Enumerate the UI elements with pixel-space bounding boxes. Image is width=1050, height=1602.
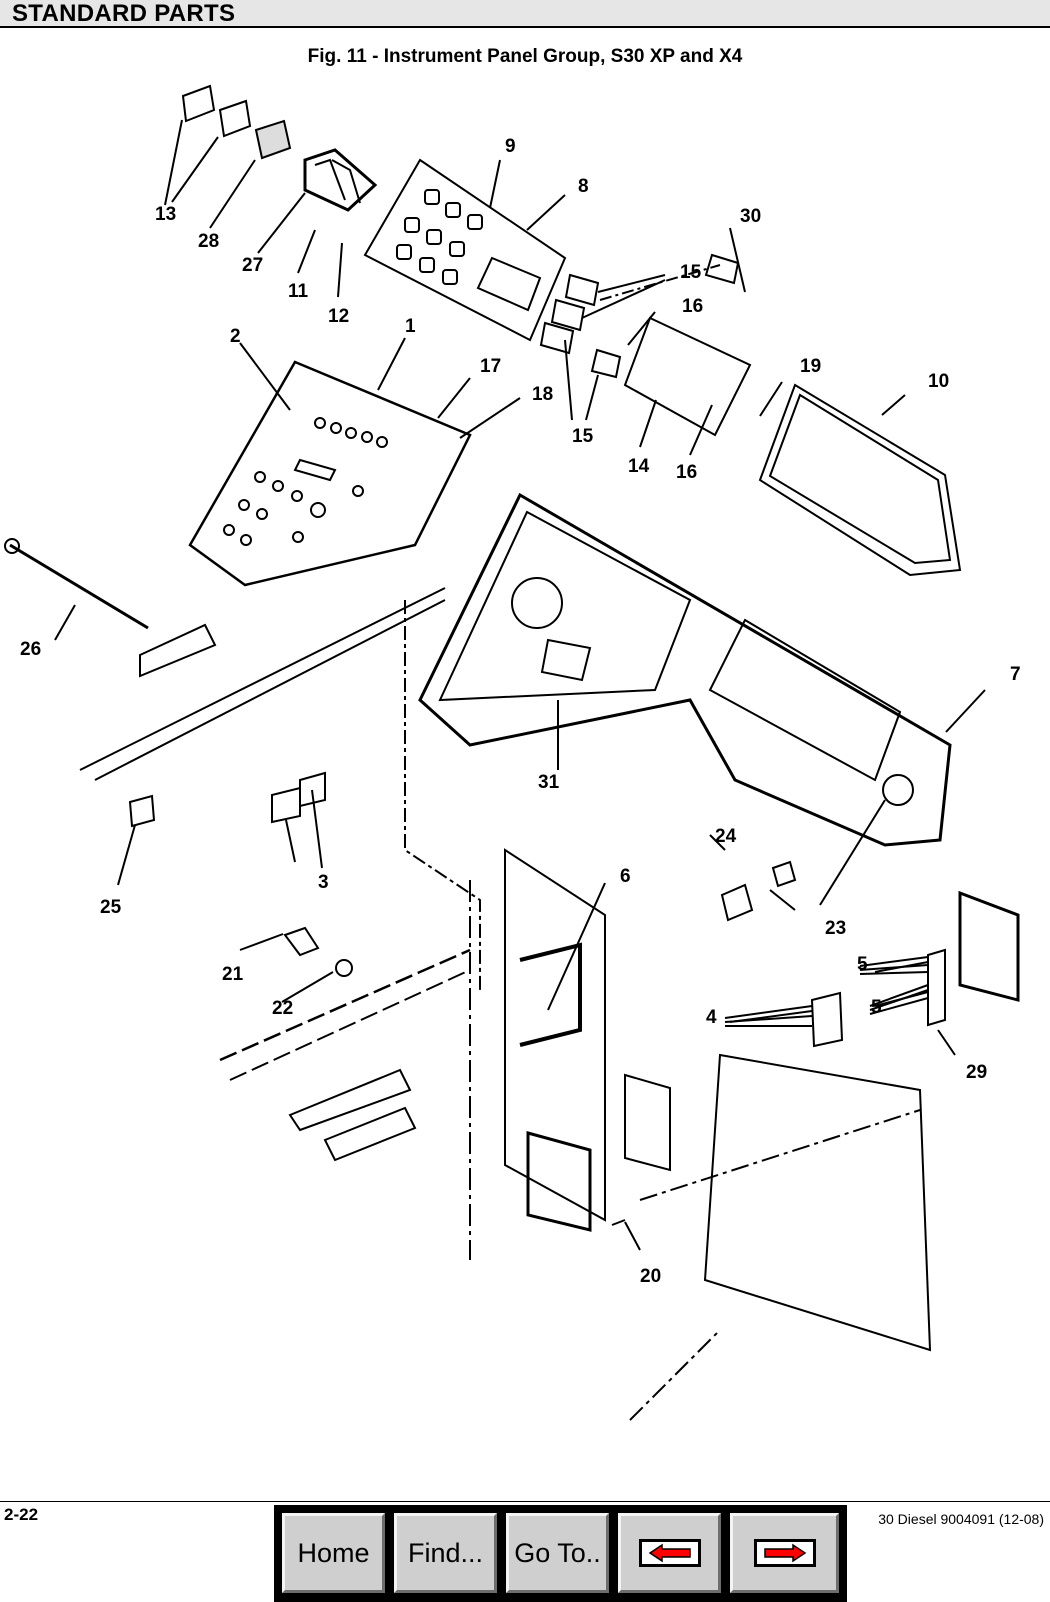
callout-19: 19 xyxy=(800,356,821,377)
callout-27: 27 xyxy=(242,255,263,276)
callout-18: 18 xyxy=(532,384,553,405)
callout-8: 8 xyxy=(578,176,589,197)
callout-4: 4 xyxy=(706,1007,717,1028)
find-button[interactable]: Find... xyxy=(394,1513,497,1593)
callout-1: 1 xyxy=(405,316,416,337)
callout-22: 22 xyxy=(272,998,293,1019)
callout-26: 26 xyxy=(20,639,41,660)
callout-29: 29 xyxy=(966,1062,987,1083)
previous-page-button[interactable] xyxy=(618,1513,721,1593)
exploded-parts-diagram: 1 2 3 4 5 5 6 7 8 9 10 11 12 13 14 15 15… xyxy=(4,84,1021,1421)
callout-7: 7 xyxy=(1010,664,1021,685)
home-button[interactable]: Home xyxy=(282,1513,385,1593)
section-header-band: STANDARD PARTS xyxy=(0,0,1050,28)
callout-15b: 15 xyxy=(572,426,594,447)
callout-23: 23 xyxy=(825,918,846,939)
callout-6: 6 xyxy=(620,866,631,887)
callout-10: 10 xyxy=(928,371,949,392)
callout-9: 9 xyxy=(505,136,516,157)
left-arrow-icon xyxy=(638,1539,701,1567)
section-title: STANDARD PARTS xyxy=(12,0,236,27)
callout-5a: 5 xyxy=(857,954,868,975)
callout-25: 25 xyxy=(100,897,122,918)
callout-24: 24 xyxy=(715,826,737,847)
callout-15a: 15 xyxy=(680,262,702,283)
callout-20: 20 xyxy=(640,1266,661,1287)
callout-21: 21 xyxy=(222,964,244,985)
document-reference: 30 Diesel 9004091 (12-08) xyxy=(878,1511,1044,1527)
page-number: 2-22 xyxy=(4,1505,39,1524)
goto-button-label: Go To.. xyxy=(514,1537,601,1568)
callout-30: 30 xyxy=(740,206,761,227)
find-button-label: Find... xyxy=(407,1537,484,1568)
callout-11: 11 xyxy=(288,281,309,302)
figure-title: Fig. 11 - Instrument Panel Group, S30 XP… xyxy=(307,46,743,67)
callout-17: 17 xyxy=(480,356,501,377)
callout-14: 14 xyxy=(628,456,650,477)
navigation-bar: Home Find... Go To.. xyxy=(274,1505,847,1602)
callout-3: 3 xyxy=(318,872,329,893)
callout-12: 12 xyxy=(328,306,349,327)
callout-31: 31 xyxy=(538,772,560,793)
callout-16a: 16 xyxy=(682,296,703,317)
home-button-label: Home xyxy=(297,1537,370,1568)
callout-5b: 5 xyxy=(871,997,882,1018)
callout-28: 28 xyxy=(198,231,219,252)
right-arrow-icon xyxy=(753,1539,816,1567)
callout-13: 13 xyxy=(155,204,176,225)
goto-button[interactable]: Go To.. xyxy=(506,1513,609,1593)
footer-rule xyxy=(0,1501,1050,1502)
next-page-button[interactable] xyxy=(730,1513,839,1593)
callout-2: 2 xyxy=(230,326,241,347)
callout-16b: 16 xyxy=(676,462,697,483)
